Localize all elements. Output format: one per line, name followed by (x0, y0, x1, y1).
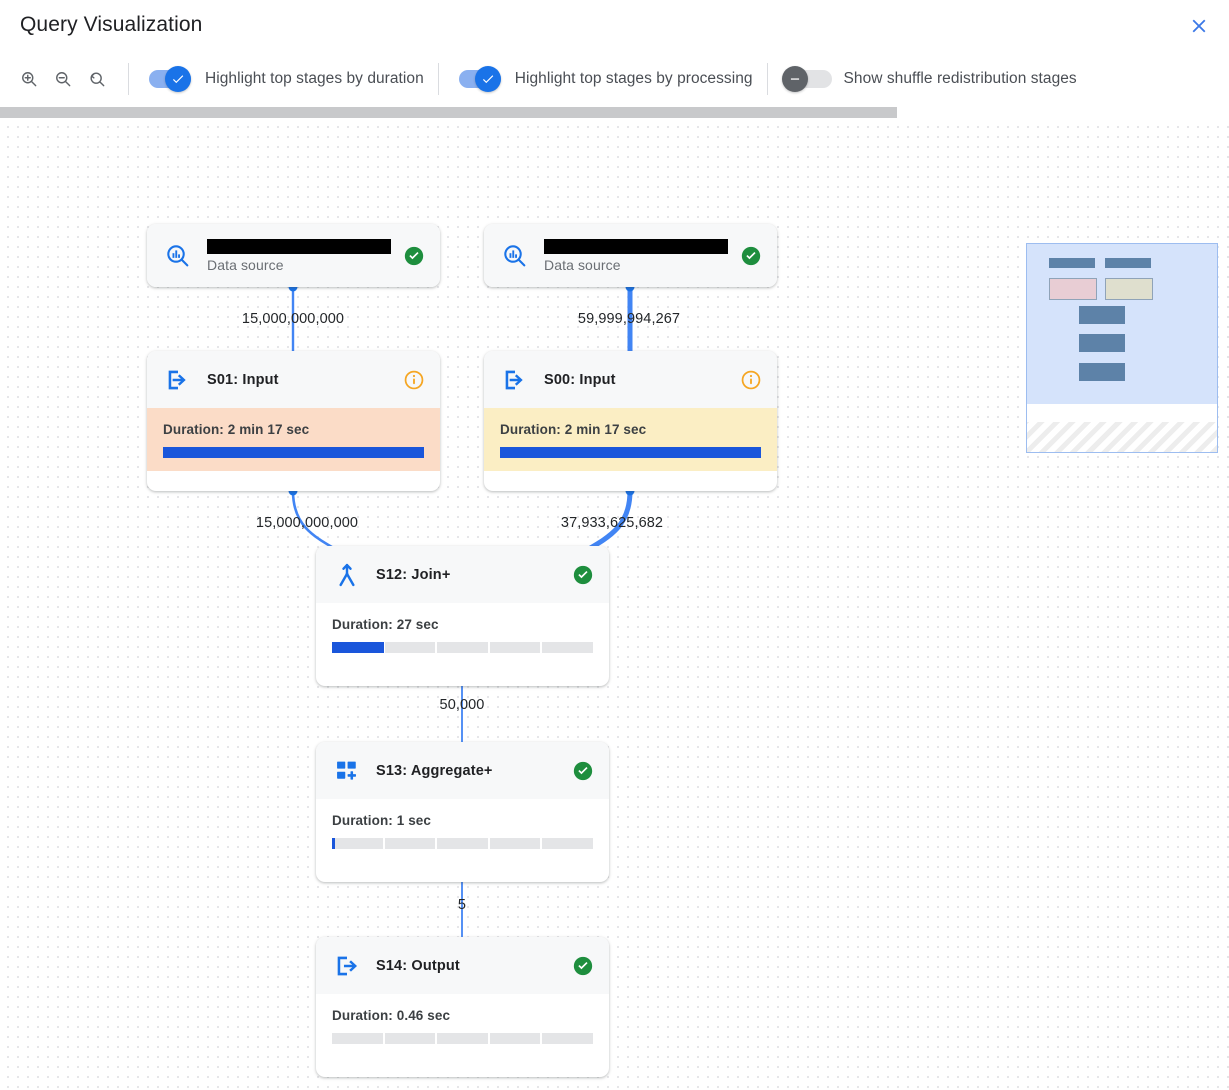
toggle-show-shuffle-switch[interactable] (781, 65, 834, 92)
status-badge-success (571, 954, 595, 978)
minimap-node (1105, 258, 1151, 268)
status-badge-success (402, 244, 426, 268)
status-badge-success (739, 244, 763, 268)
progress-bar (332, 1033, 593, 1044)
toggle-highlight-duration[interactable]: Highlight top stages by duration (143, 52, 424, 105)
data-source-search-icon (500, 241, 530, 271)
join-merge-icon (332, 560, 362, 590)
zoom-in-icon[interactable] (12, 62, 46, 96)
node-data-source-right[interactable]: Data source (484, 224, 777, 287)
zoom-controls (0, 62, 114, 96)
toggle-highlight-processing[interactable]: Highlight top stages by processing (453, 52, 753, 105)
node-title: S00: Input (544, 371, 616, 388)
node-body: Duration: 0.46 sec (316, 994, 609, 1057)
minimap-node (1049, 258, 1095, 268)
node-title: S14: Output (376, 957, 460, 974)
progress-bar (500, 447, 761, 458)
minimap-viewport (1027, 244, 1217, 404)
edge-label: 15,000,000,000 (255, 515, 359, 531)
node-stage-s12-join[interactable]: S12: Join+ Duration: 27 sec (316, 546, 609, 686)
toggle-show-shuffle[interactable]: Show shuffle redistribution stages (781, 52, 1077, 105)
node-duration: Duration: 1 sec (332, 813, 432, 828)
input-arrow-icon (500, 365, 530, 395)
progress-bar (163, 447, 424, 458)
minimap-node (1079, 363, 1125, 381)
node-title: S12: Join+ (376, 566, 451, 583)
zoom-reset-icon[interactable] (80, 62, 114, 96)
toolbar: Highlight top stages by duration Highlig… (0, 52, 1229, 106)
node-body: Duration: 27 sec (316, 603, 609, 666)
progress-bar (332, 642, 593, 653)
toggle-highlight-duration-label: Highlight top stages by duration (205, 69, 424, 87)
minimap-node (1105, 278, 1153, 300)
edge-label: 50,000 (439, 697, 485, 713)
toolbar-divider (437, 62, 439, 95)
node-duration: Duration: 2 min 17 sec (163, 422, 310, 437)
node-subtitle: Data source (544, 256, 621, 273)
minimap-node (1079, 306, 1125, 324)
graph-canvas[interactable]: 15,000,000,000 59,999,994,267 15,000,000… (0, 105, 1229, 1090)
switch-knob (474, 65, 501, 92)
minimap-node (1049, 278, 1097, 300)
node-stage-s00-input[interactable]: S00: Input Duration: 2 min 17 sec (484, 351, 777, 491)
node-subtitle: Data source (207, 256, 284, 273)
node-header: S12: Join+ (316, 546, 609, 603)
node-body: Duration: 2 min 17 sec (147, 408, 440, 471)
edge-label: 59,999,994,267 (577, 311, 681, 327)
toggle-highlight-processing-switch[interactable] (453, 65, 505, 92)
minimap-offscreen-area (1027, 422, 1217, 452)
horizontal-scrollbar[interactable] (0, 105, 1229, 119)
node-header: S14: Output (316, 937, 609, 994)
edge-label: 15,000,000,000 (241, 311, 345, 327)
minimap-node (1079, 334, 1125, 352)
node-header: Data source (484, 224, 777, 287)
node-duration: Duration: 27 sec (332, 617, 439, 632)
node-data-source-left[interactable]: Data source (147, 224, 440, 287)
node-duration: Duration: 0.46 sec (332, 1008, 451, 1023)
status-badge-success (571, 759, 595, 783)
input-arrow-icon (163, 365, 193, 395)
edge-label: 5 (457, 897, 467, 913)
redacted-table-name (544, 238, 728, 254)
horizontal-scrollbar-thumb[interactable] (0, 107, 897, 118)
status-badge-success (571, 563, 595, 587)
node-label-group: Data source (544, 238, 739, 273)
graph-minimap[interactable] (1026, 243, 1218, 453)
data-source-search-icon (163, 241, 193, 271)
node-header: S13: Aggregate+ (316, 742, 609, 799)
node-title: S13: Aggregate+ (376, 762, 493, 779)
status-badge-info (402, 368, 426, 392)
toolbar-divider (128, 62, 129, 95)
node-header: S01: Input (147, 351, 440, 408)
switch-knob (165, 65, 191, 92)
aggregate-plus-icon (332, 756, 362, 786)
node-title: S01: Input (207, 371, 279, 388)
redacted-table-name (207, 238, 391, 254)
node-body: Duration: 1 sec (316, 799, 609, 862)
canvas-dot-grid: 15,000,000,000 59,999,994,267 15,000,000… (0, 119, 1229, 1090)
node-stage-s01-input[interactable]: S01: Input Duration: 2 min 17 sec (147, 351, 440, 491)
switch-knob (781, 65, 808, 92)
node-body: Duration: 2 min 17 sec (484, 408, 777, 471)
node-header: Data source (147, 224, 440, 287)
node-duration: Duration: 2 min 17 sec (500, 422, 647, 437)
node-header: S00: Input (484, 351, 777, 408)
dialog-header: Query Visualization (0, 0, 1229, 52)
zoom-out-icon[interactable] (46, 62, 80, 96)
graph-layer: 15,000,000,000 59,999,994,267 15,000,000… (0, 119, 1229, 1090)
close-icon[interactable] (1183, 10, 1215, 42)
status-badge-info (739, 368, 763, 392)
toggle-highlight-duration-switch[interactable] (143, 65, 195, 92)
node-stage-s14-output[interactable]: S14: Output Duration: 0.46 sec (316, 937, 609, 1077)
edge-label: 37,933,625,682 (560, 515, 664, 531)
node-stage-s13-aggregate[interactable]: S13: Aggregate+ Duration: 1 sec (316, 742, 609, 882)
page-title: Query Visualization (20, 13, 203, 36)
progress-bar (332, 838, 593, 849)
node-label-group: Data source (207, 238, 402, 273)
output-arrow-icon (332, 951, 362, 981)
toggle-highlight-processing-label: Highlight top stages by processing (514, 69, 753, 87)
toolbar-divider (766, 62, 768, 95)
toggle-show-shuffle-label: Show shuffle redistribution stages (843, 69, 1077, 87)
